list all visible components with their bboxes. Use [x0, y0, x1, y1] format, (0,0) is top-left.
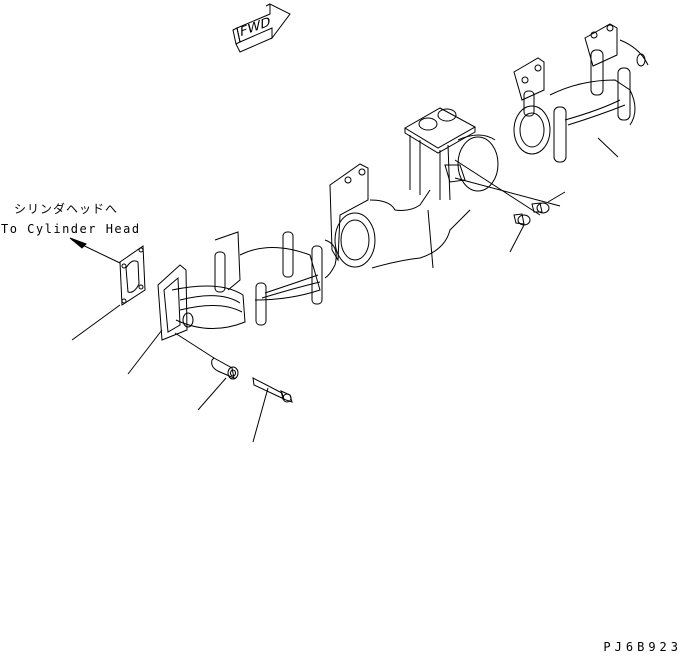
drawing-code: PJ6B923 — [603, 640, 682, 654]
flange-bolt-upper — [531, 202, 550, 214]
spacer-sleeve — [174, 332, 239, 380]
forward-arrow-icon — [232, 3, 291, 53]
front-manifold-section — [157, 231, 337, 341]
center-manifold-section — [329, 107, 561, 269]
annotation-english: To Cylinder Head — [1, 222, 141, 236]
gasket — [119, 245, 146, 306]
rear-manifold-section — [513, 23, 649, 163]
annotation-japanese: シリンダヘッドへ — [14, 202, 119, 216]
mounting-bolt — [252, 377, 293, 403]
flange-bolt-lower — [513, 213, 531, 226]
cylinder-head-arrow-icon — [69, 237, 121, 264]
leader-lines — [71, 137, 619, 443]
